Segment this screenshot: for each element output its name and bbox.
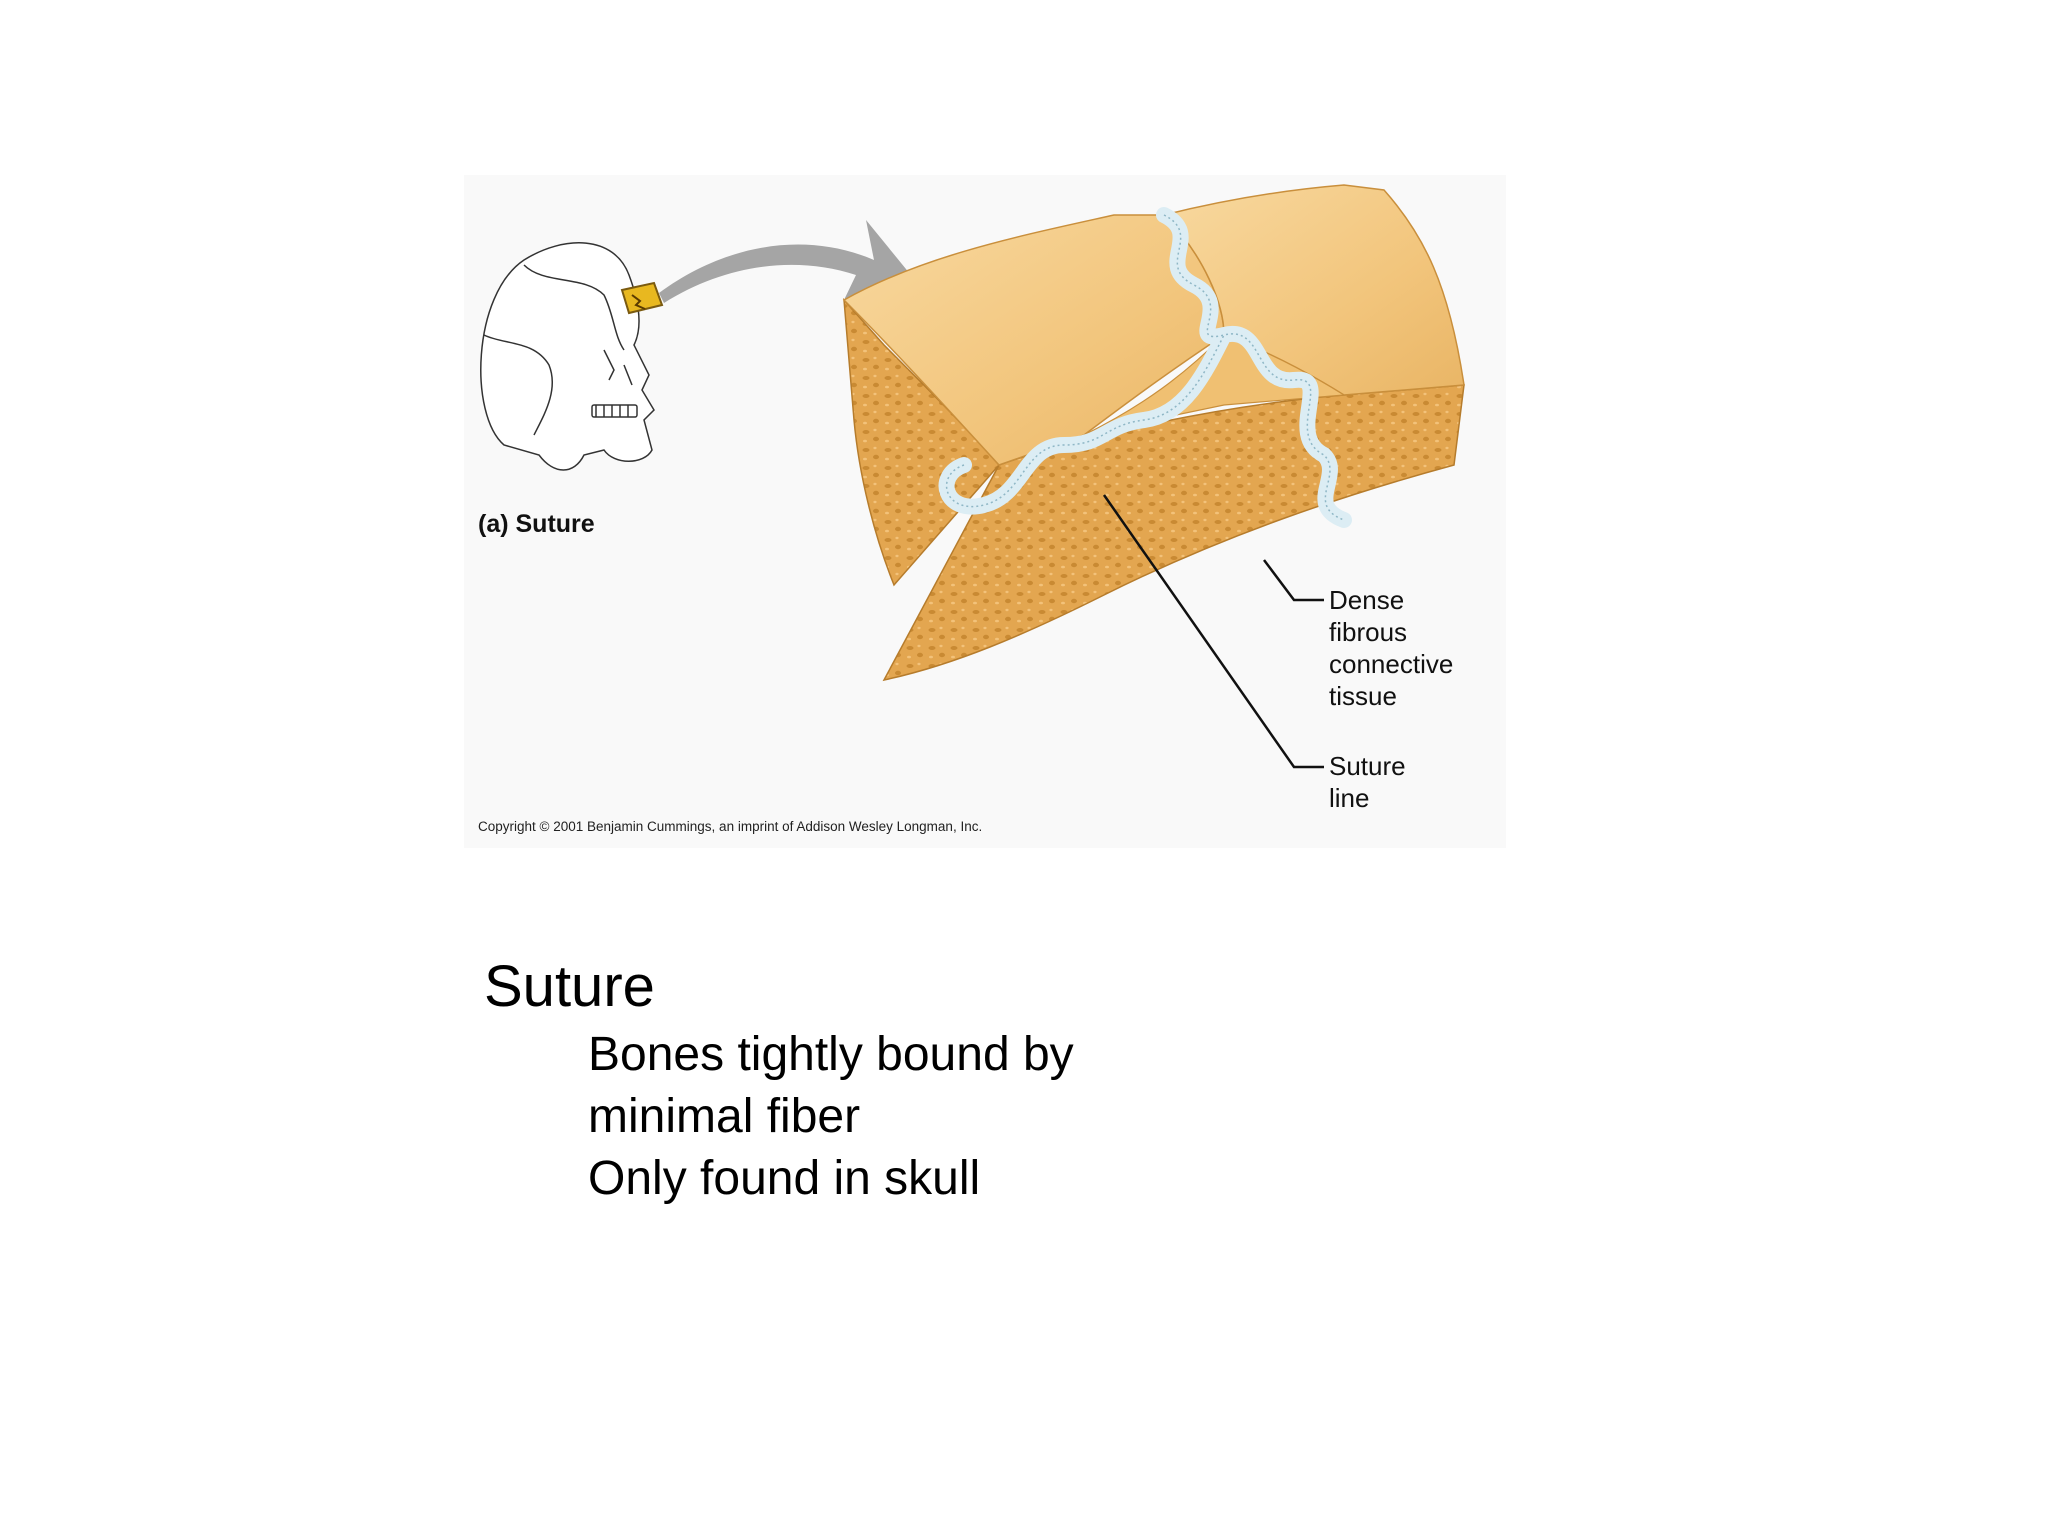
dense-connective-tissue-label: Dense fibrous connective tissue: [1329, 584, 1453, 712]
bullet-item: Only found in skull: [588, 1152, 981, 1205]
bullet-item: Bones tightly bound by minimal fiber: [588, 1028, 1074, 1143]
callout-line: connective: [1329, 649, 1454, 679]
figure-illustration: [480, 184, 1465, 769]
leader-line-suture: [1102, 494, 1324, 769]
copyright-notice: Copyright © 2001 Benjamin Cummings, an i…: [478, 819, 983, 834]
slide-title: Suture: [484, 954, 655, 1019]
leader-line-dense: [1263, 559, 1324, 602]
suture-line-label: Suture line: [1329, 750, 1406, 814]
slide-body: Suture Bones tightly bound by minimal fi…: [484, 950, 1148, 1210]
skull-drawing: [480, 242, 655, 471]
callout-line: tissue: [1329, 681, 1397, 711]
callout-line: Suture: [1329, 751, 1406, 781]
callout-line: fibrous: [1329, 617, 1408, 647]
suture-figure: (a) Suture Dense fibrous connective tiss…: [464, 175, 1506, 848]
panel-label: (a) Suture: [478, 510, 595, 538]
curved-arrow-icon: [659, 220, 919, 303]
callout-line: line: [1329, 783, 1370, 813]
suture-highlight: [620, 281, 664, 315]
callout-line: Dense: [1329, 585, 1405, 615]
